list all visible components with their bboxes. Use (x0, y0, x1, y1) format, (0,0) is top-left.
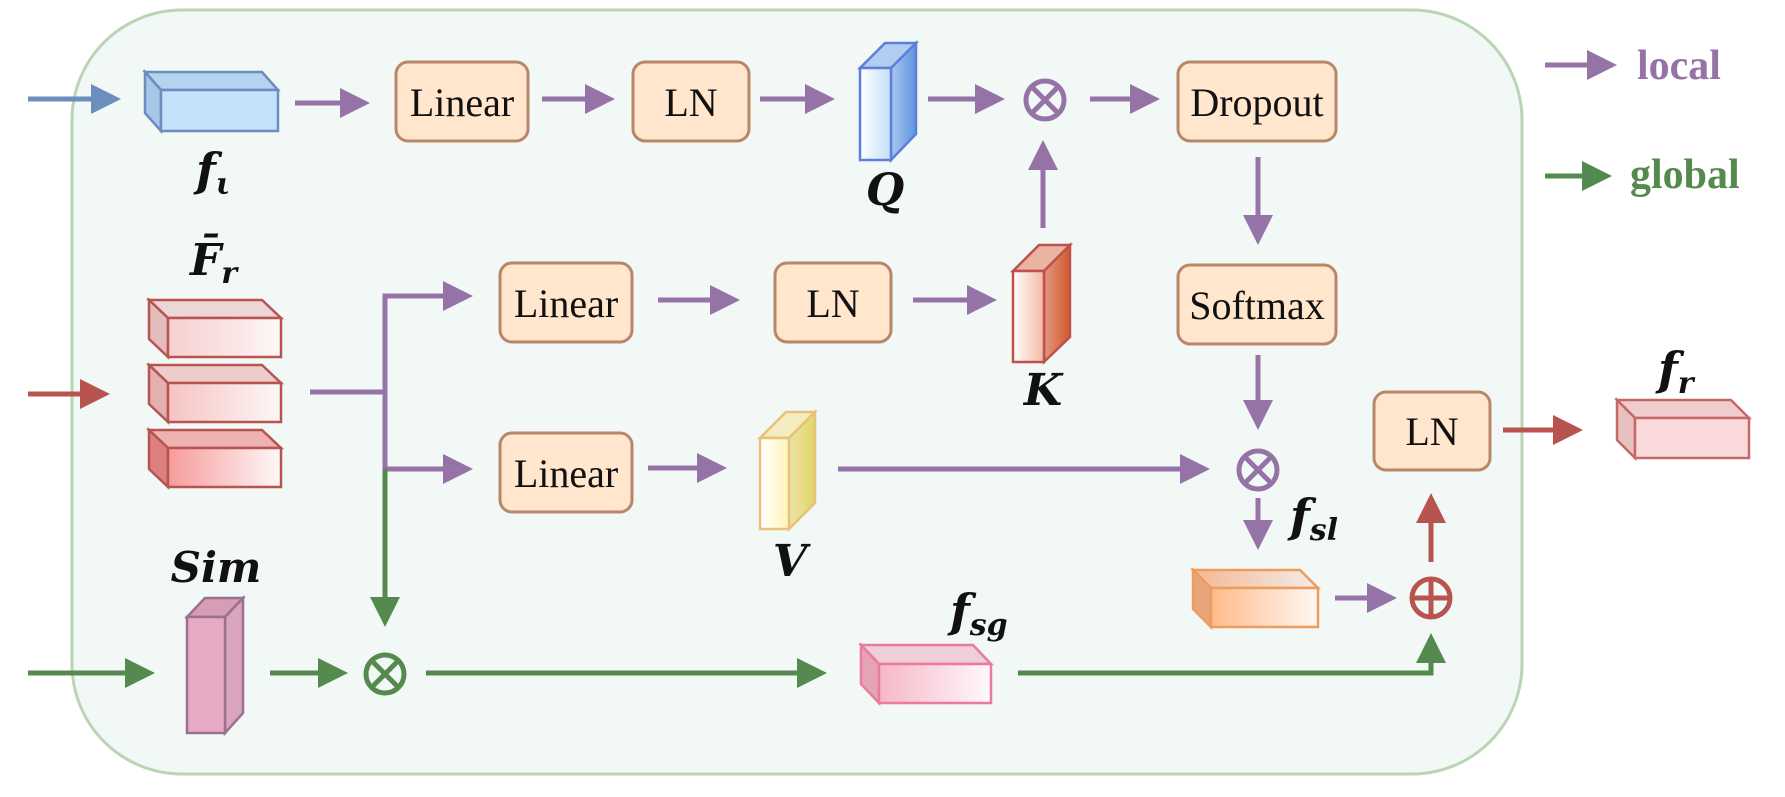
tensor-sim (184, 594, 246, 737)
tensor-v (756, 408, 819, 533)
ln-k-label: LN (806, 281, 859, 326)
tensor-f-r-output (1613, 396, 1753, 462)
linear-q-block: Linear (394, 60, 530, 143)
linear-k-block: Linear (498, 261, 634, 344)
linear-v-block: Linear (498, 431, 634, 514)
tensor-f-sl (1189, 566, 1322, 631)
tensor-f-sl-label: fsl (1287, 489, 1338, 548)
tensor-f-r-bar-slice-1 (145, 297, 285, 360)
tensor-q (856, 39, 920, 164)
ln-k-block: LN (773, 261, 893, 344)
tensor-f-r-label: fr (1655, 342, 1696, 401)
tensor-f-r-bar-label: F̄r (188, 232, 239, 291)
tensor-v-label: V (773, 536, 811, 587)
arrow-f-r-bar-to-linear-k (382, 281, 473, 469)
multiply-op-attn-v (1236, 448, 1280, 492)
tensor-k-label: K (1022, 365, 1064, 416)
tensor-f-r-bar-slice-2 (145, 362, 285, 425)
softmax-label: Softmax (1189, 283, 1325, 328)
legend-global-label: global (1630, 152, 1740, 198)
multiply-op-global (363, 652, 407, 696)
legend: local global (1545, 43, 1740, 198)
dropout-label: Dropout (1190, 80, 1323, 125)
tensor-f-sg-label: fsg (947, 584, 1008, 643)
tensor-q-label: Q (866, 165, 904, 216)
linear-q-label: Linear (410, 80, 514, 125)
tensor-sim-label: Sim (171, 543, 262, 592)
tensor-f-r-bar-slice-3 (145, 427, 285, 490)
linear-v-label: Linear (514, 451, 618, 496)
linear-k-label: Linear (514, 281, 618, 326)
dropout-block: Dropout (1176, 60, 1338, 143)
ln-q-block: LN (631, 60, 751, 143)
tensor-f-sg (858, 641, 994, 707)
arrow-f-sg-to-add (1018, 633, 1446, 676)
ln-out-label: LN (1405, 409, 1458, 454)
add-op-residual (1409, 576, 1453, 620)
tensor-f-l-label: fι (193, 143, 230, 202)
ln-q-label: LN (664, 80, 717, 125)
softmax-block: Softmax (1176, 263, 1338, 346)
tensor-k (1009, 241, 1074, 365)
multiply-op-qk (1023, 78, 1067, 122)
ln-out-block: LN (1372, 390, 1492, 472)
tensor-f-r-bar-stack (145, 297, 285, 490)
tensor-f-l (142, 68, 281, 135)
legend-local-label: local (1637, 43, 1721, 89)
